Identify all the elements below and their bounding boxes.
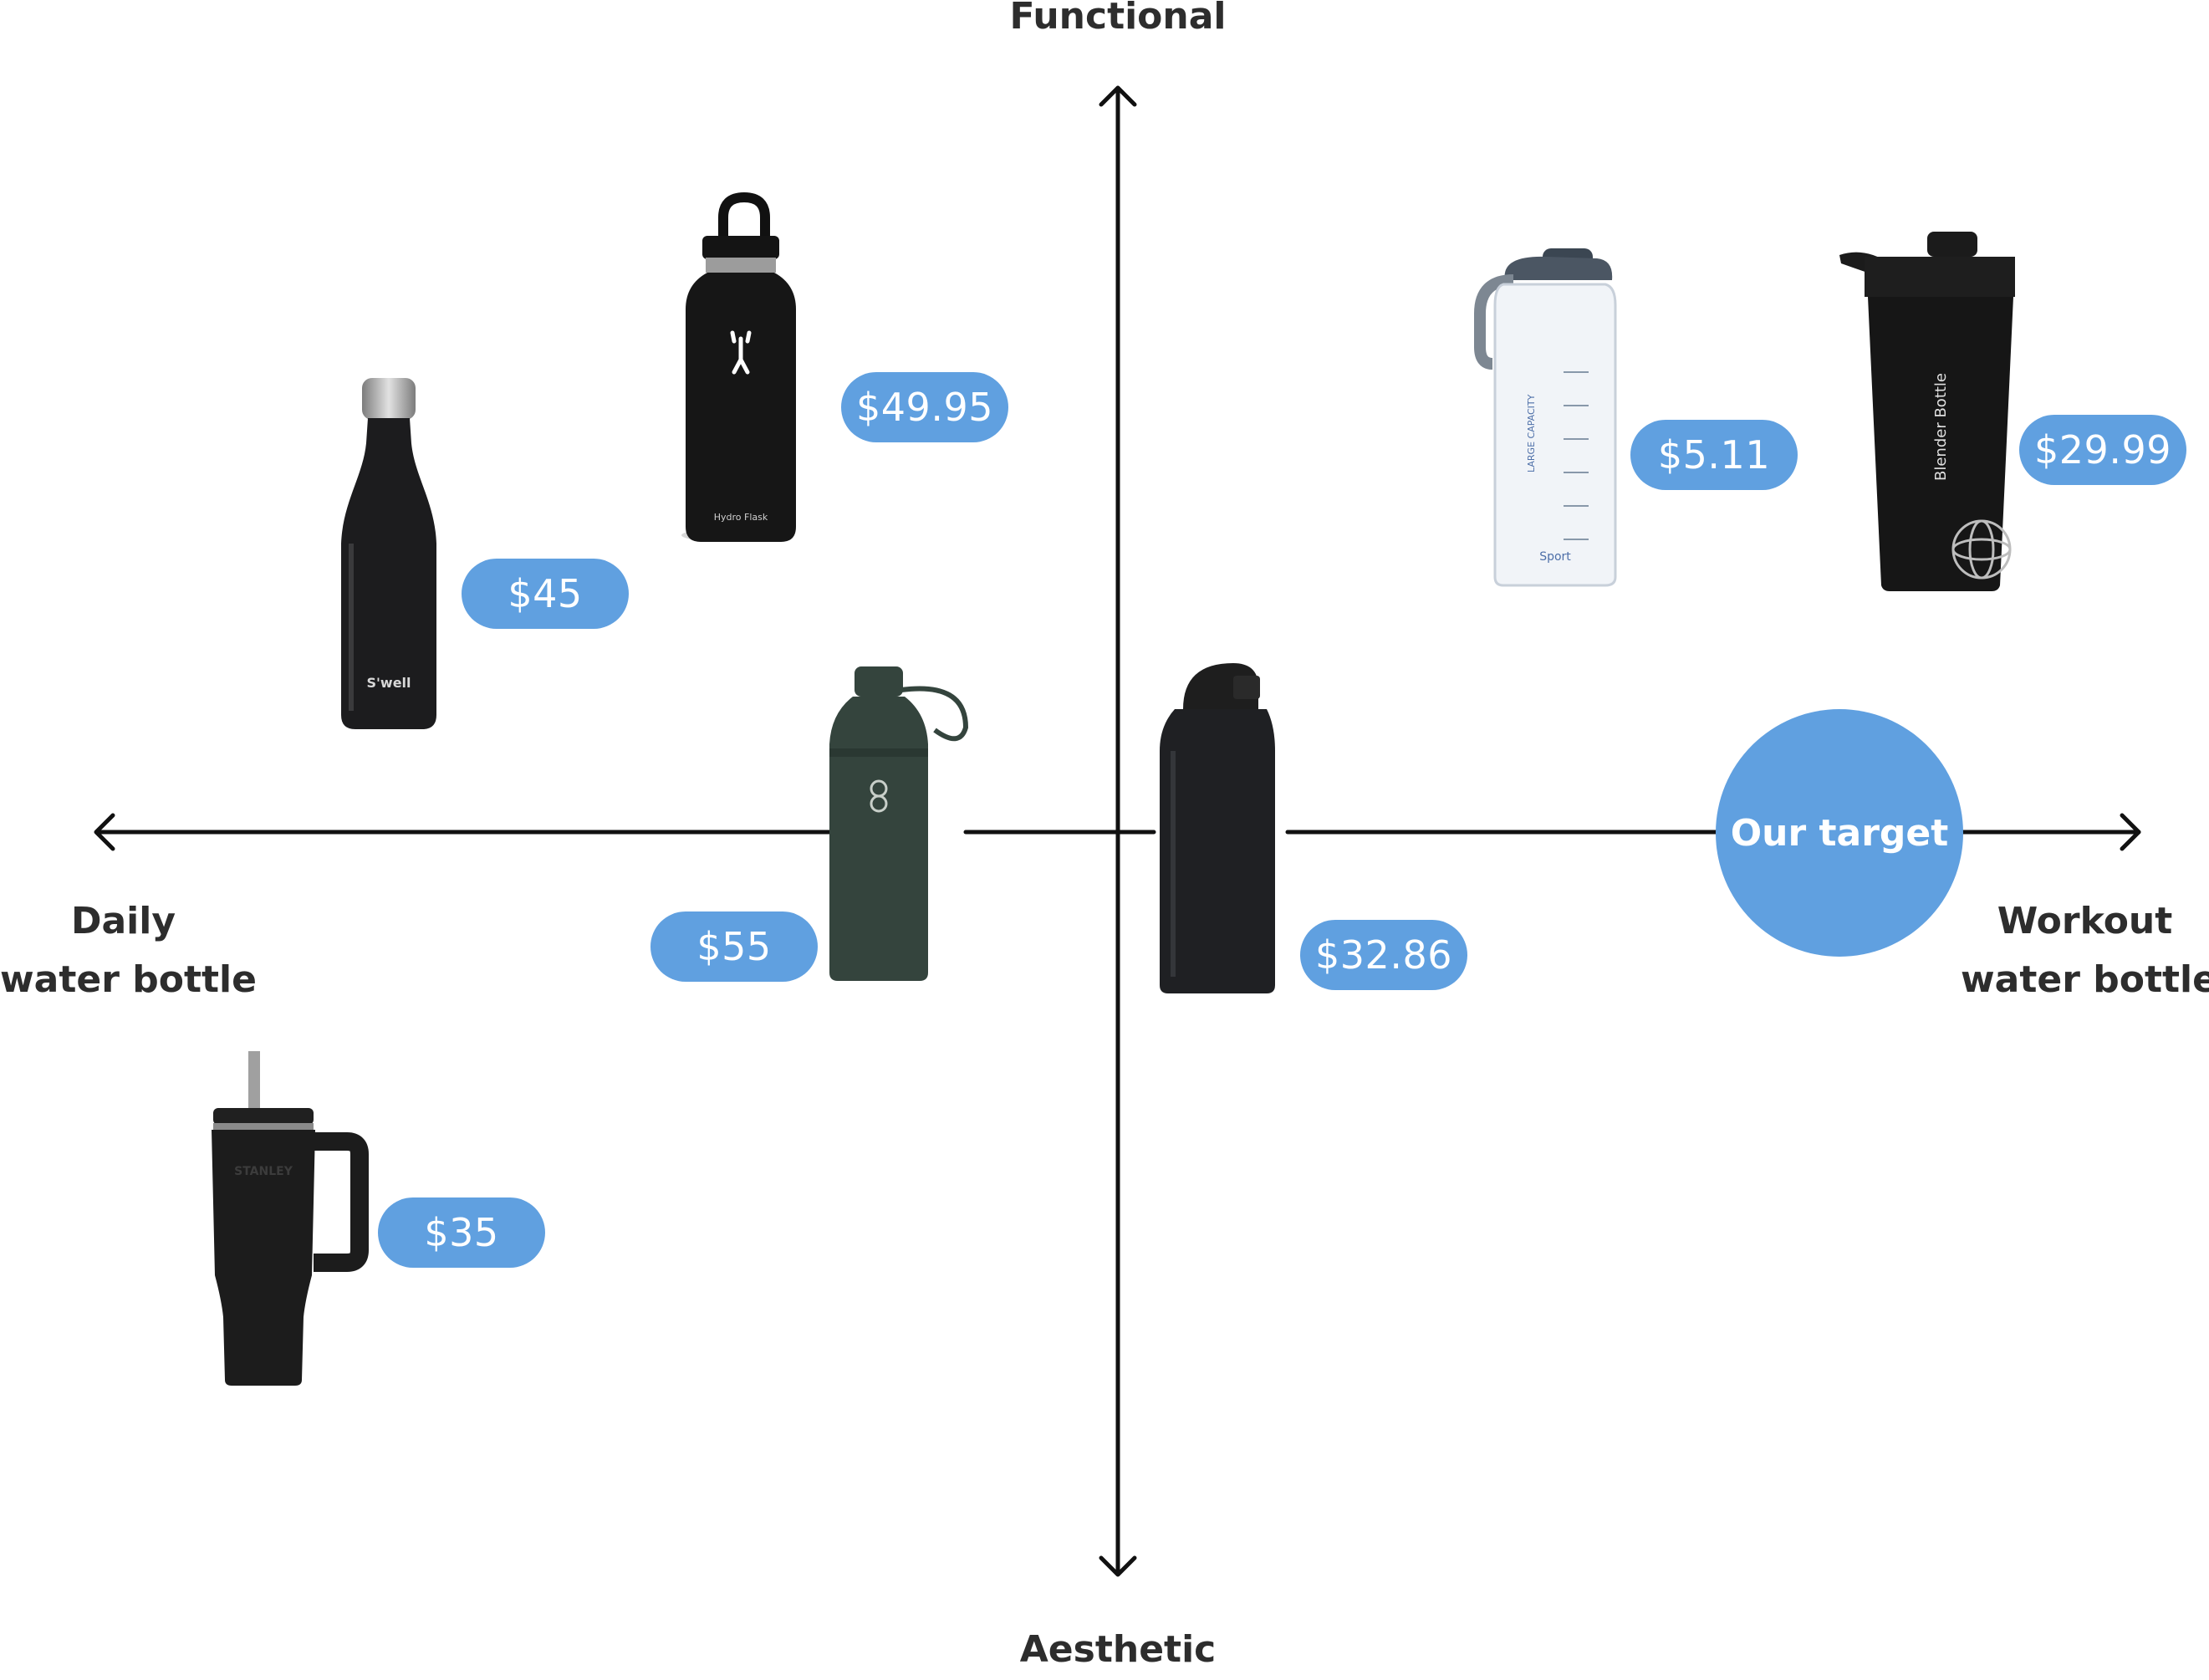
hydro-flask-brand-text: Hydro Flask [714, 512, 768, 523]
stanley-brand-text: STANLEY [234, 1165, 293, 1178]
axis-label-daily-1: Daily [70, 900, 176, 942]
price-badge-sport: $5.11 [1630, 420, 1798, 490]
price-badge-stanley: $35 [378, 1197, 545, 1268]
left-arrow-icon [94, 813, 115, 851]
our-target-circle: Our target [1716, 709, 1963, 957]
price-badge-owala: $32.86 [1300, 920, 1467, 990]
axis-label-daily-2: water bottle [0, 958, 257, 1001]
price-badge-ocean: $55 [650, 911, 818, 982]
right-arrow-icon [2120, 813, 2141, 851]
sport-brand-text: Sport [1539, 550, 1571, 564]
axis-label-workout-1: Workout [1997, 900, 2173, 942]
clear-sport-bottle-icon: LARGE CAPACITY Sport [1472, 247, 1622, 590]
ocean-bottle-icon [828, 665, 974, 983]
price-badge-swell: $45 [462, 559, 629, 629]
sport-side-text: LARGE CAPACITY [1526, 394, 1537, 472]
axis-label-aesthetic: Aesthetic [1019, 1628, 1217, 1671]
axis-label-functional: Functional [1009, 0, 1227, 38]
owala-bottle-icon [1158, 659, 1283, 998]
blender-bottle-shaker-icon: Blender Bottle [1831, 230, 2023, 594]
stanley-tumbler-icon: STANLEY [205, 1049, 372, 1388]
up-arrow-icon [1099, 85, 1137, 107]
hydro-flask-bottle-icon: Hydro Flask [677, 192, 803, 552]
price-badge-hydro-flask: $49.95 [841, 372, 1008, 442]
down-arrow-icon [1099, 1555, 1137, 1577]
swell-bottle-icon: S'well [334, 376, 443, 732]
axis-label-workout-2: water bottle [1961, 958, 2209, 1001]
price-badge-blender: $29.99 [2019, 415, 2186, 485]
swell-brand-text: S'well [366, 675, 411, 691]
blender-brand-text: Blender Bottle [1932, 373, 1950, 481]
